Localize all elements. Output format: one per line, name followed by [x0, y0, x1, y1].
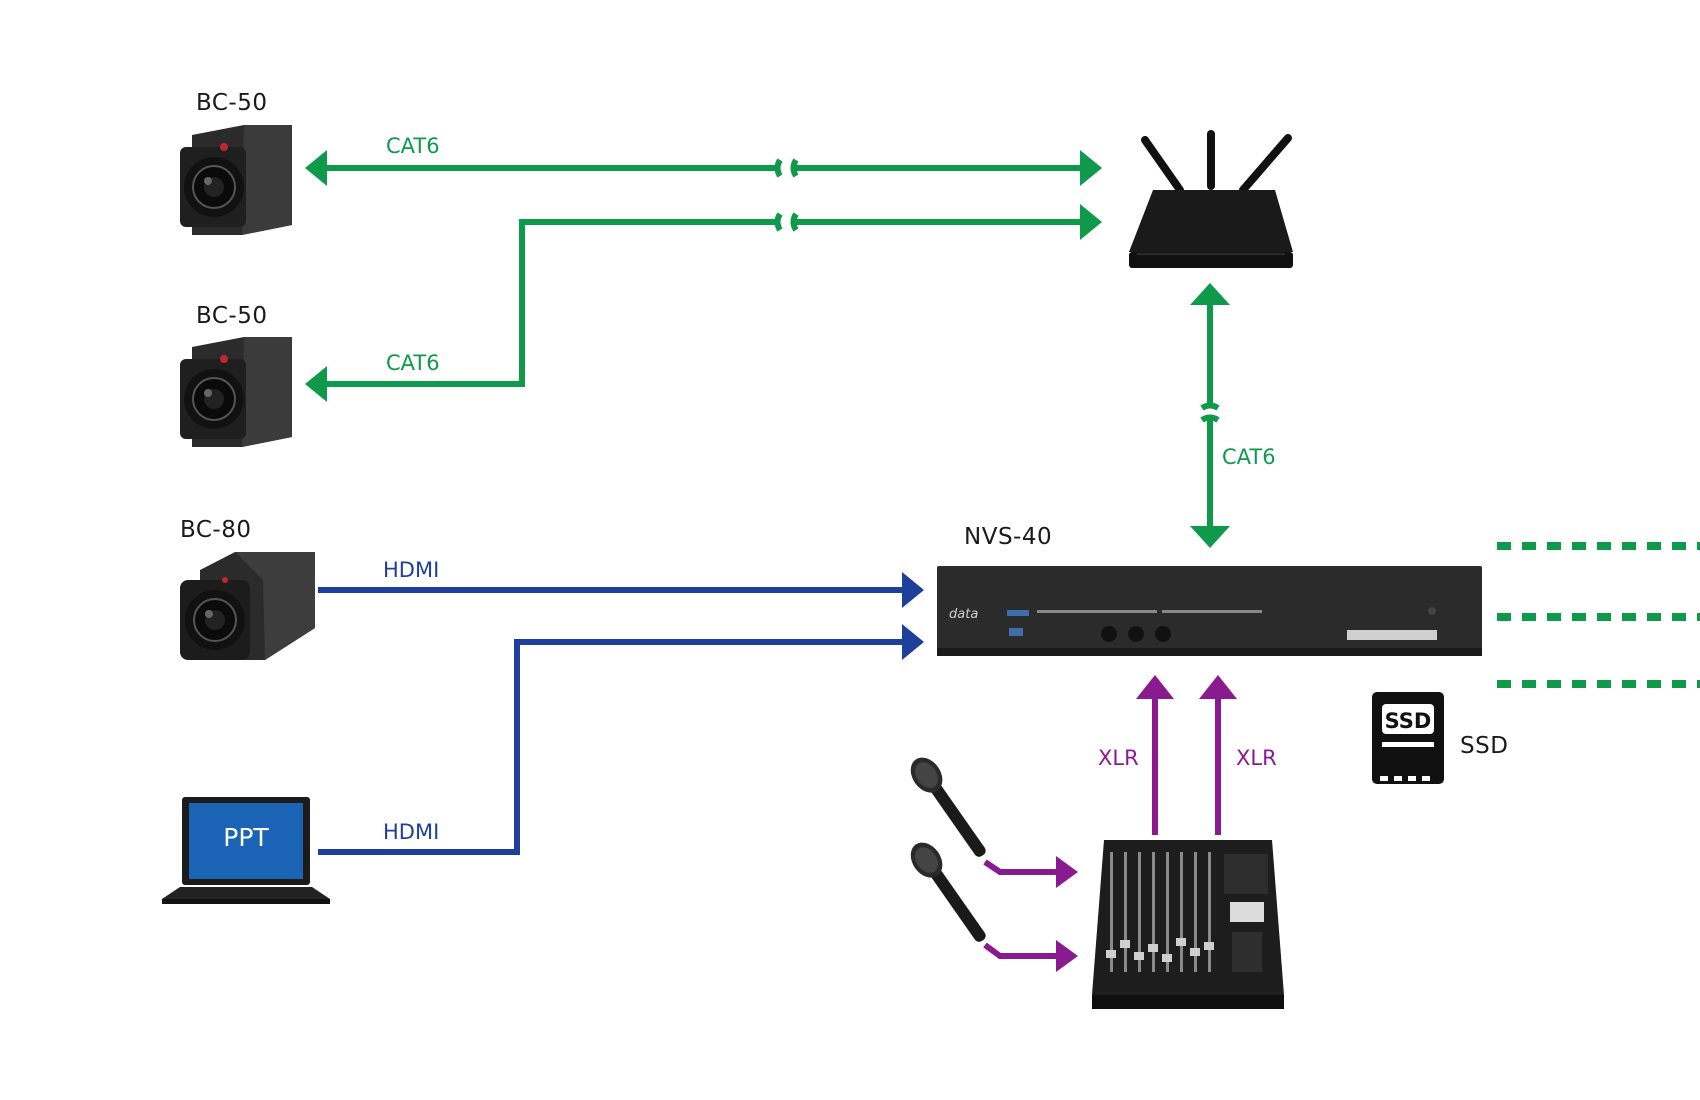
device-label-camera-bottom: BC-80 — [180, 517, 252, 543]
camera-icon — [180, 125, 292, 235]
cable-label-cam-mid: CAT6 — [386, 351, 440, 375]
camera-icon — [180, 337, 292, 447]
ssd-icon: SSD — [1372, 692, 1444, 784]
microphone-icon — [910, 842, 986, 942]
laptop-screen-text: PPT — [223, 823, 269, 852]
device-label-camera-top: BC-50 — [196, 90, 268, 116]
camera-icon — [180, 552, 315, 660]
network-outputs — [1497, 542, 1700, 688]
cable-label-cam-bottom: HDMI — [383, 558, 439, 582]
cat6-link-router-switcher — [1190, 283, 1230, 548]
svg-text:data: data — [949, 607, 978, 622]
microphone-icon — [910, 757, 986, 857]
device-label-switcher: NVS-40 — [964, 524, 1052, 550]
cable-label-cam-top: CAT6 — [386, 134, 440, 158]
ssd-icon-text: SSD — [1385, 709, 1432, 733]
audio-mixer-icon — [1092, 840, 1284, 1009]
hdmi-link-laptop — [318, 624, 924, 855]
hdmi-link-camera — [318, 572, 924, 608]
cable-label-laptop: HDMI — [383, 820, 439, 844]
router-icon — [1129, 130, 1293, 268]
device-label-ssd: SSD — [1460, 733, 1508, 759]
cable-label-mixer-left: XLR — [1098, 746, 1139, 770]
laptop-icon — [162, 797, 330, 904]
mic-links — [983, 856, 1078, 972]
cat6-link-mid — [305, 204, 1102, 402]
nvs-40-switcher: data — [937, 566, 1482, 656]
cable-label-mixer-right: XLR — [1236, 746, 1277, 770]
device-label-camera-mid: BC-50 — [196, 303, 268, 329]
cable-label-router-switcher: CAT6 — [1222, 445, 1276, 469]
xlr-links-mixer — [1136, 675, 1237, 835]
cat6-link-top — [305, 150, 1102, 186]
